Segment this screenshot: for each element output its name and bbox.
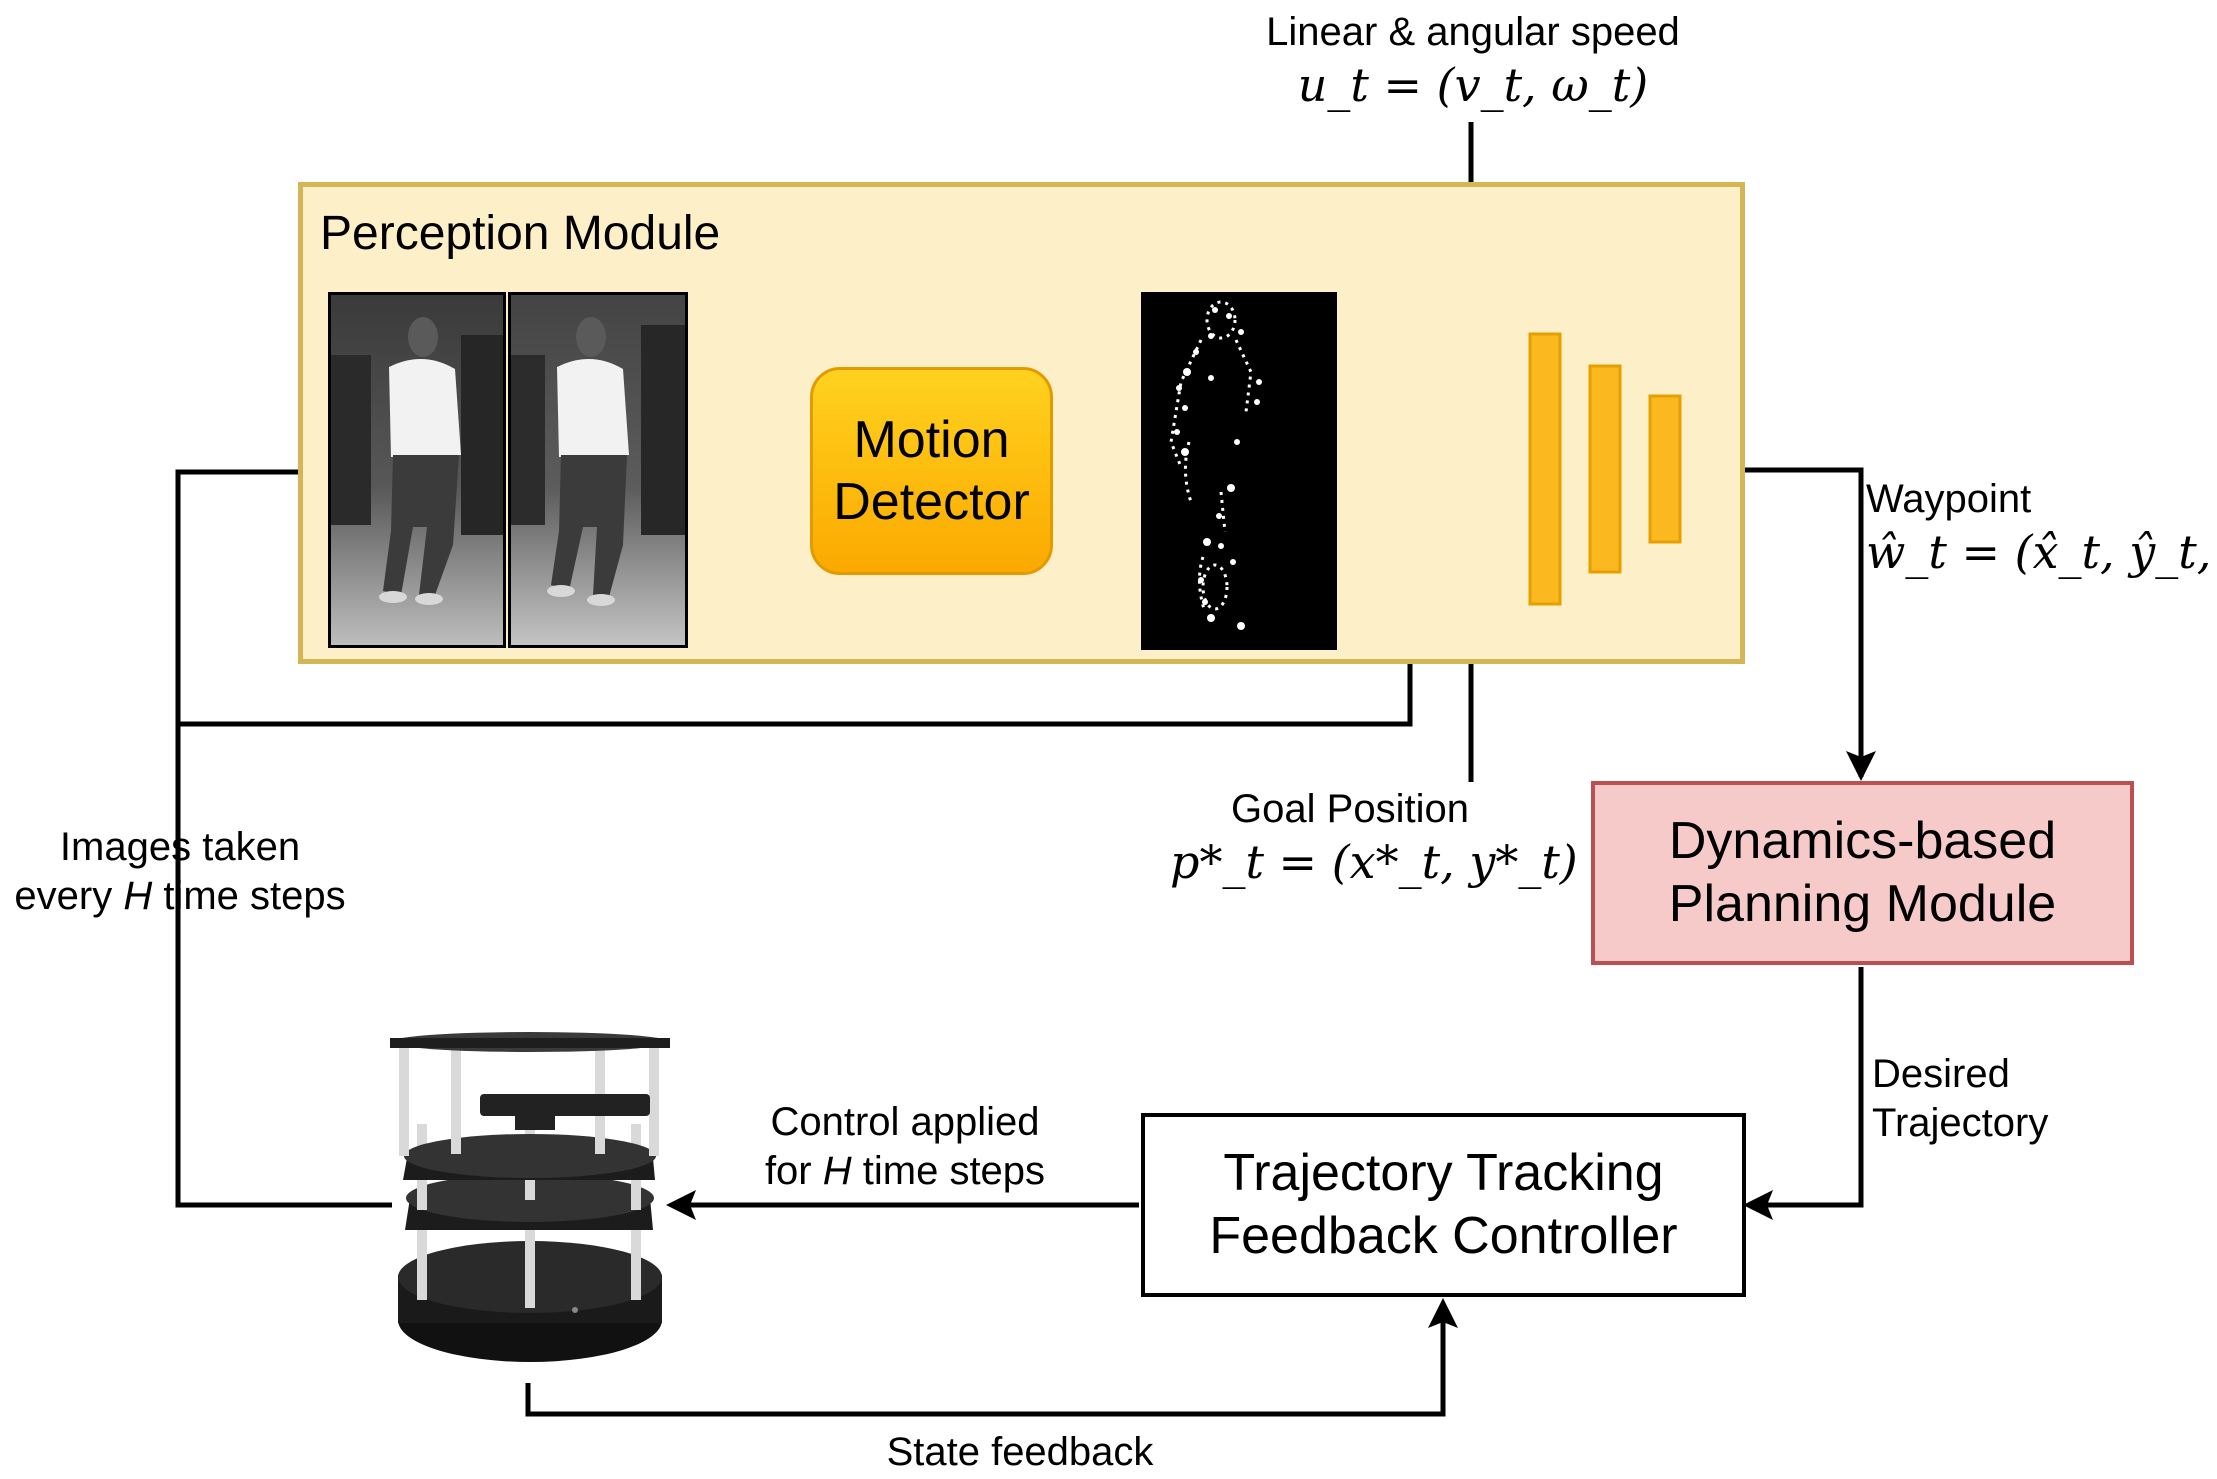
planning-module-box: Dynamics-based Planning Module [1591,781,2134,965]
feedback-controller-box: Trajectory Tracking Feedback Controller [1141,1113,1746,1297]
state-feedback-arrow [525,1303,1446,1417]
control-applied-line2: for H time steps [764,1148,1046,1193]
speed-title: Linear & angular speed [1266,10,1680,54]
state-feedback-label: State feedback [886,1430,1154,1474]
images-taken-label: Images taken every H time steps [0,823,360,921]
images-feed-arrow [175,469,392,1208]
camera-frame-image [508,292,688,648]
waypoint-formula: ŵ_t = (x̂_t, ŷ_t, θ̂_t) [1866,524,2217,579]
motion-detector-label-line1: Motion [853,410,1010,469]
waypoint-title: Waypoint [1866,477,2032,521]
perception-module-title: Perception Module [320,207,721,260]
controller-label-line1: Trajectory Tracking [1223,1143,1664,1202]
goal-title: Goal Position [1231,787,1469,831]
goal-position-label: Goal Position p*_t = (x*_t, y*_t) [1170,785,1578,890]
turtlebot-robot-image [390,1032,670,1362]
planning-module-label-line1: Dynamics-based [1668,811,2057,870]
motion-mask-image [1141,292,1337,650]
control-applied-line1: Control applied [770,1100,1040,1144]
goal-formula: p*_t = (x*_t, y*_t) [1170,834,1578,889]
neural-network-layers [1528,332,1682,606]
motion-detector-label-line2: Detector [833,473,1030,531]
walking-person-image [331,295,503,645]
controller-label-line2: Feedback Controller [1209,1207,1678,1265]
motion-mask-dots [1169,300,1262,630]
desired-trajectory-line1: Desired [1872,1052,2010,1096]
motion-detector-box: Motion Detector [810,367,1053,575]
images-taken-line1: Images taken [59,825,301,869]
planning-module-label-line2: Planning Module [1668,875,2057,933]
desired-trajectory-label: Desired Trajectory [1872,1050,2048,1148]
images-taken-line2: every H time steps [14,873,346,918]
planning-to-controller-arrow [1752,967,1864,1208]
speed-label: Linear & angular speed u_t = (v_t, ω_t) [1218,8,1728,113]
speed-formula: u_t = (v_t, ω_t) [1297,57,1649,112]
network-layer-3 [1648,394,1682,544]
control-applied-label: Control applied for H time steps [720,1098,1090,1196]
waypoint-label: Waypoint ŵ_t = (x̂_t, ŷ_t, θ̂_t) [1866,475,2217,580]
walking-person-image [511,295,685,645]
network-layer-1 [1528,332,1562,606]
camera-frame-image [328,292,506,648]
desired-trajectory-line2: Trajectory [1872,1100,2049,1145]
network-layer-2 [1588,364,1622,574]
